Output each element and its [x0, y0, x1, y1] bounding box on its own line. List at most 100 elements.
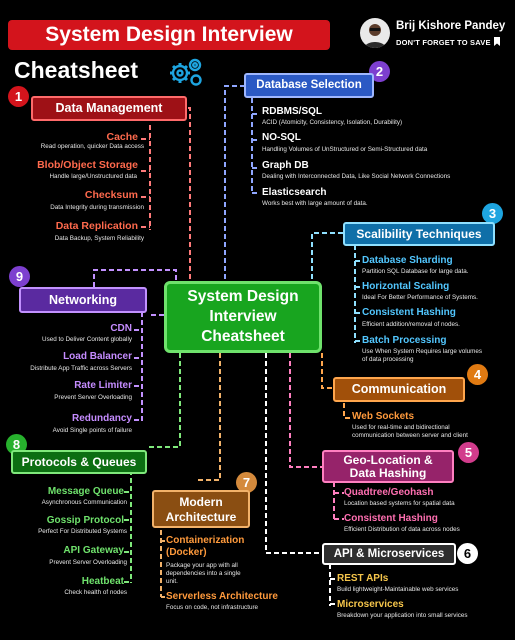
desc-containerization-3: unit. — [166, 578, 178, 585]
spine-api — [329, 564, 337, 606]
wire-communication — [321, 353, 333, 389]
section-title-networking: Networking — [19, 287, 147, 313]
section-title-scalability: Scalibility Techniques — [343, 222, 495, 246]
item-message-queue: Message Queue — [47, 486, 124, 497]
desc-cache: Read operation, quicker Data access — [40, 143, 144, 150]
item-rest-apis: REST APIs — [337, 573, 389, 584]
item-elasticsearch: Elasticsearch — [262, 187, 327, 198]
desc-rest-apis: Build lightweight-Maintainable web servi… — [337, 586, 459, 593]
section-title-protocols: Protocols & Queues — [11, 450, 147, 474]
desc-nosql: Handling Volumes of UnStructured or Semi… — [262, 146, 428, 153]
desc-checksum: Data Integrity during transmission — [50, 204, 144, 211]
item-api-gateway: API Gateway — [63, 545, 124, 556]
modern-title-line-2: Architecture — [165, 510, 237, 524]
section-number-2: 2 — [369, 61, 390, 82]
wire-data-management — [188, 107, 191, 281]
avatar — [360, 18, 390, 48]
section-title-api-microservices: API & Microservices — [322, 543, 456, 565]
section-number-6: 6 — [457, 543, 478, 564]
spine-database — [251, 98, 260, 194]
item-heatbeat: Heatbeat — [81, 576, 124, 587]
center-line-1: System Design — [187, 288, 299, 305]
center-line-3: Cheatsheet — [201, 328, 285, 345]
desc-api-gateway: Prevent Server Overloading — [49, 559, 127, 566]
item-consistent-hashing-scale: Consistent Hashing — [362, 307, 456, 318]
section-number-1: 1 — [8, 86, 29, 107]
item-data-replication: Data Replication — [55, 220, 138, 232]
item-microservices: Microservices — [337, 599, 404, 610]
desc-cdn: Used to Deliver Content globally — [42, 336, 132, 343]
desc-containerization-1: Package your app with all — [166, 562, 238, 569]
desc-microservices: Breakdown your application into small se… — [337, 612, 468, 619]
item-graph-db: Graph DB — [262, 160, 309, 171]
desc-data-replication: Data Backup, System Reliability — [54, 235, 144, 242]
item-gossip-protocol: Gossip Protocol — [46, 515, 124, 526]
desc-web-sockets-2: communication between server and client — [352, 432, 468, 439]
title-subtitle: Cheatsheet — [14, 57, 138, 83]
desc-graph-db: Dealing with Interconnected Data, Like S… — [262, 173, 451, 180]
desc-gossip-protocol: Perfect For Distributed Systems — [38, 528, 127, 535]
item-cache: Cache — [106, 131, 138, 143]
spine-modern — [160, 530, 165, 598]
section-title-database-selection: Database Selection — [244, 73, 374, 98]
desc-quadtree-geohash: Location based systems for spatial data — [344, 500, 455, 507]
wire-database — [224, 85, 245, 281]
desc-batch-processing-1: Use When System Requires large volumes — [362, 348, 483, 355]
section-number-9: 9 — [9, 266, 30, 287]
item-rdbms: RDBMS/SQL — [262, 106, 322, 117]
item-containerization: Containerization (Docker) — [166, 535, 244, 559]
item-web-sockets: Web Sockets — [352, 411, 415, 422]
item-rate-limiter: Rate Limiter — [74, 380, 132, 391]
item-database-sharding: Database Sharding — [362, 255, 453, 266]
item-serverless: Serverless Architecture — [166, 591, 278, 602]
desc-database-sharding: Partition SQL Database for large data. — [362, 268, 469, 275]
bookmark-icon — [493, 37, 500, 46]
wire-api — [265, 353, 322, 554]
desc-redundancy: Avoid Single points of failure — [52, 427, 132, 434]
spine-networking — [134, 312, 143, 421]
section-number-7: 7 — [236, 472, 257, 493]
containerization-line-1: Containerization — [166, 535, 245, 546]
desc-containerization-2: dependencies into a single — [166, 570, 241, 577]
item-load-balancer: Load Balancer — [63, 351, 132, 362]
modern-title-line-1: Modern — [179, 495, 223, 509]
desc-elasticsearch: Works best with large amount of data. — [262, 200, 368, 207]
desc-heatbeat: Check health of nodes — [64, 589, 127, 596]
spine-communication — [343, 403, 352, 419]
section-number-8: 8 — [6, 434, 27, 455]
section-title-geo-location: Geo-Location & Data Hashing — [322, 450, 454, 483]
desc-horizontal-scaling: Ideal For Better Performance of Systems. — [362, 294, 478, 301]
desc-message-queue: Asynchronous Communication — [41, 499, 127, 506]
spine-protocols — [124, 470, 132, 583]
author-name: Brij Kishore Pandey — [396, 20, 506, 32]
item-horizontal-scaling: Horizontal Scaling — [362, 281, 450, 292]
spine-scalability — [354, 245, 362, 343]
section-title-modern-architecture: Modern Architecture — [152, 490, 250, 528]
desc-load-balancer: Distribute App Traffic across Servers — [30, 365, 132, 372]
desc-batch-processing-2: of data processing — [362, 356, 414, 363]
center-title-box: System Design Interview Cheatsheet — [164, 281, 322, 353]
item-redundancy: Redundancy — [71, 413, 132, 424]
item-checksum: Checksum — [84, 189, 138, 201]
section-number-4: 4 — [467, 364, 488, 385]
item-quadtree-geohash: Quadtree/Geohash — [344, 487, 434, 498]
containerization-line-2: (Docker) — [166, 547, 207, 558]
item-cdn: CDN — [110, 323, 132, 334]
desc-consistent-hashing-geo: Efficient Distribution of data across no… — [344, 526, 460, 533]
spine-data-management — [141, 125, 151, 230]
desc-blob-storage: Handle large/Unstructured data — [49, 173, 137, 180]
title-banner: System Design Interview — [8, 20, 330, 50]
wire-geo — [289, 353, 322, 468]
gears-icon — [170, 58, 202, 86]
geo-title-line-2: Data Hashing — [349, 466, 427, 480]
desc-web-sockets-1: Used for real-time and bidirectional — [352, 424, 450, 431]
item-consistent-hashing-geo: Consistent Hashing — [344, 513, 438, 524]
wire-protocols — [147, 353, 181, 448]
desc-rate-limiter: Prevent Server Overloading — [54, 394, 132, 401]
desc-consistent-hashing-scale: Efficient addition/removal of nodes. — [362, 321, 460, 328]
center-line-2: Interview — [209, 308, 277, 325]
section-number-5: 5 — [458, 442, 479, 463]
section-number-3: 3 — [482, 203, 503, 224]
section-title-data-management: Data Management — [31, 96, 187, 121]
